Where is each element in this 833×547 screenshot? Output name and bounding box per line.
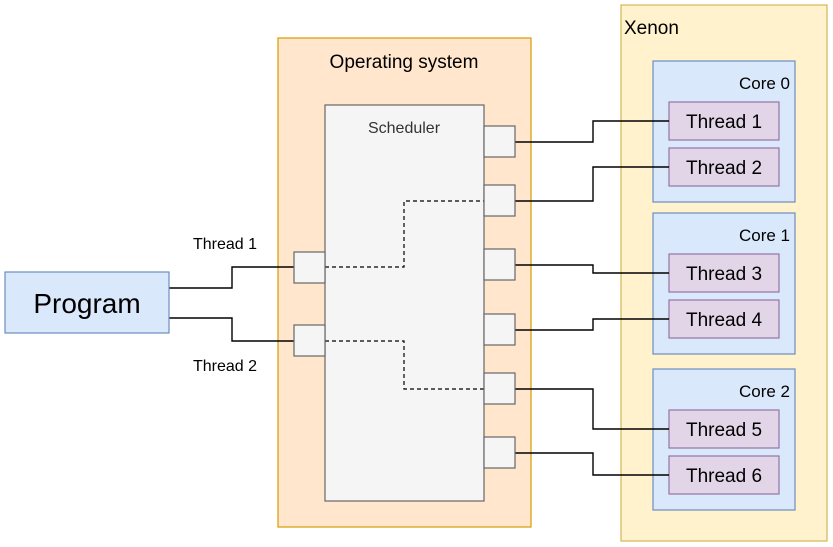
link-thread-2: [515, 166, 669, 202]
core-0: Core 0 Thread 1 Thread 2: [652, 60, 796, 203]
link-thread-1: [515, 120, 669, 143]
xenon-label: Xenon: [624, 18, 679, 39]
output-port-5: [483, 372, 516, 405]
hw-thread-5-label: Thread 5: [686, 420, 762, 441]
os-label: Operating system: [330, 52, 479, 73]
scheduler: Scheduler: [324, 104, 485, 502]
schedule-path-1: [325, 200, 484, 268]
scheduler-label: Scheduler: [368, 120, 441, 137]
core-0-label: Core 0: [739, 74, 790, 93]
output-port-4: [483, 313, 516, 346]
link-thread-5: [515, 388, 669, 430]
output-port-2: [483, 184, 516, 217]
hw-thread-2-label: Thread 2: [686, 158, 762, 179]
os-output-ports: [483, 125, 516, 469]
output-port-3: [483, 248, 516, 281]
hw-thread-3-label: Thread 3: [686, 264, 762, 285]
input-port-2: [293, 324, 326, 357]
hw-thread-6-label: Thread 6: [686, 466, 762, 487]
core-2-label: Core 2: [739, 382, 790, 401]
output-port-1: [483, 125, 516, 158]
program-thread-1-label: Thread 1: [193, 236, 257, 253]
program-connectors: [169, 266, 294, 342]
os-input-ports: [293, 251, 326, 357]
link-thread-4: [515, 318, 669, 331]
core-connectors: [515, 120, 669, 476]
core-2: Core 2 Thread 5 Thread 6: [652, 368, 796, 511]
program-thread-2-label: Thread 2: [193, 358, 257, 375]
core-1-label: Core 1: [739, 226, 790, 245]
program-thread-2-line: [169, 317, 294, 342]
core-1: Core 1 Thread 3 Thread 4: [652, 212, 796, 355]
input-port-1: [293, 251, 326, 284]
link-thread-3: [515, 264, 669, 274]
program-label: Program: [33, 288, 140, 319]
hw-thread-4-label: Thread 4: [686, 310, 762, 331]
program-thread-1-line: [169, 266, 294, 289]
scheduler-mapping: [325, 200, 484, 390]
link-thread-6: [515, 452, 669, 476]
output-port-6: [483, 436, 516, 469]
program: Program: [4, 271, 170, 334]
hw-thread-1-label: Thread 1: [686, 112, 762, 133]
